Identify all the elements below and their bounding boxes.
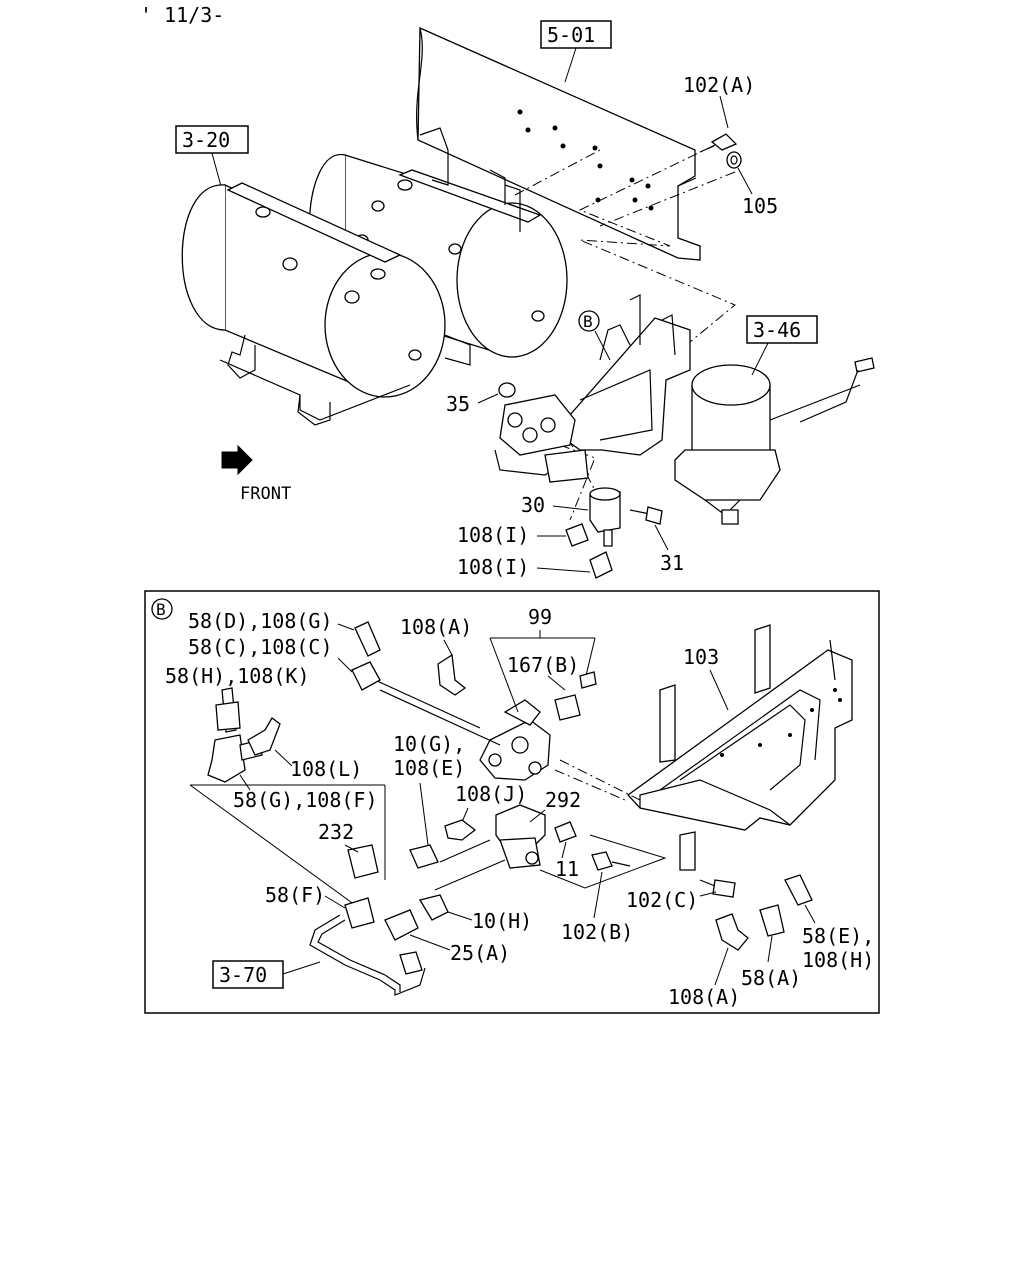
label-108l: 108(L) (290, 757, 362, 781)
label-11: 11 (555, 857, 579, 881)
fitting-108i-b (589, 551, 613, 579)
screw-167b (579, 671, 597, 689)
label-58g-108f: 58(G),108(F) (233, 788, 378, 812)
fitting-10h (418, 894, 449, 921)
tank-cradles (219, 127, 521, 426)
ref-3-20-label: 3-20 (182, 128, 230, 152)
bolt-31 (629, 506, 663, 525)
frame-rail (416, 27, 701, 261)
fitting-58f (344, 897, 375, 929)
bolt-102a (699, 133, 738, 153)
ref-3-20[interactable]: 3-20 (175, 125, 249, 154)
ref-5-01-label: 5-01 (547, 23, 595, 47)
label-10h: 10(H) (472, 909, 532, 933)
label-105: 105 (742, 194, 778, 218)
bolt-102b (591, 851, 631, 871)
label-292: 292 (545, 788, 581, 812)
fitting-108j (444, 819, 477, 841)
callout-b-marker[interactable]: B (578, 310, 600, 332)
label-30: 30 (521, 493, 545, 517)
valve-30 (589, 487, 621, 547)
pressure-switch-25a (384, 909, 419, 941)
tee-58g-108f (207, 734, 263, 783)
front-arrow-icon (221, 444, 253, 476)
ref-3-70[interactable]: 3-70 (212, 960, 284, 989)
detail-b-frame (144, 590, 880, 1014)
valve-99 (479, 694, 581, 781)
elbow-108l (247, 717, 281, 756)
ref-3-46[interactable]: 3-46 (746, 315, 818, 344)
label-58h-108k: 58(H),108(K) (165, 664, 310, 688)
label-108h: 108(H) (802, 948, 874, 972)
label-31: 31 (660, 551, 684, 575)
pipe-main (374, 679, 481, 729)
detail-b-letter: B (156, 600, 166, 619)
fitting-10g-108e (409, 844, 439, 869)
air-dryer (674, 357, 875, 525)
nut-105 (726, 151, 742, 169)
label-102b: 102(B) (561, 920, 633, 944)
bracket-103 (627, 624, 853, 871)
label-58e: 58(E), (802, 924, 874, 948)
label-167b: 167(B) (507, 653, 579, 677)
label-58a: 58(A) (741, 966, 801, 990)
label-58c-108c: 58(C),108(C) (188, 635, 333, 659)
pipe-3-70 (309, 914, 426, 996)
page-code: ' 11/3- (140, 3, 224, 27)
label-108j: 108(J) (455, 782, 527, 806)
air-tank-front (181, 182, 446, 398)
bolt-102c (699, 879, 736, 898)
nut-35 (498, 382, 516, 398)
plug-11 (554, 821, 577, 843)
callout-b-letter: B (583, 312, 593, 331)
fitting-58d-108g (354, 621, 381, 657)
label-58f: 58(F) (265, 883, 325, 907)
fitting-58a (759, 904, 785, 937)
fitting-58e-108h (784, 874, 813, 906)
ref-3-70-label: 3-70 (219, 963, 267, 987)
ref-5-01[interactable]: 5-01 (540, 20, 612, 49)
label-108i-top: 108(I) (457, 523, 529, 547)
fitting-58c-108c (351, 661, 381, 691)
ref-3-46-label: 3-46 (753, 318, 801, 342)
label-102a: 102(A) (683, 73, 755, 97)
label-99: 99 (528, 605, 552, 629)
fitting-108a-top (437, 653, 467, 696)
label-108a-top: 108(A) (400, 615, 472, 639)
valve-cluster (494, 394, 589, 483)
fitting-108i-a (565, 523, 589, 547)
label-35: 35 (446, 392, 470, 416)
label-10g: 10(G), (393, 732, 465, 756)
label-108e: 108(E) (393, 756, 465, 780)
label-102c: 102(C) (626, 888, 698, 912)
label-58d-108g: 58(D),108(G) (188, 609, 333, 633)
front-label: FRONT (240, 484, 291, 504)
label-103: 103 (683, 645, 719, 669)
label-108i-bottom: 108(I) (457, 555, 529, 579)
label-108a-bottom: 108(A) (668, 985, 740, 1009)
tee-232 (347, 844, 379, 879)
solenoid-valve-292 (495, 804, 546, 869)
bracket-assembly (554, 294, 691, 456)
fitting-108a-bottom (715, 913, 749, 951)
detail-b-marker: B (151, 598, 173, 620)
label-232: 232 (318, 820, 354, 844)
label-25a: 25(A) (450, 941, 510, 965)
